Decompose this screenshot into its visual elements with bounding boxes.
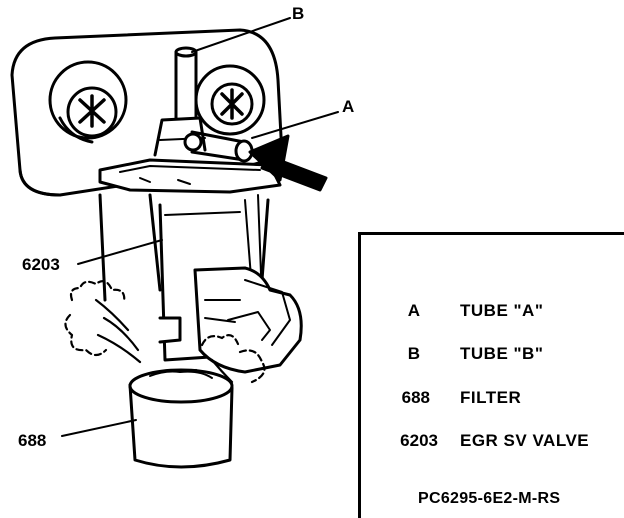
- pointer-arrow: [248, 134, 328, 192]
- leader-line-688: [61, 419, 137, 437]
- callout-b: B: [292, 4, 305, 23]
- legend-text: FILTER: [460, 388, 522, 407]
- legend-text: TUBE "B": [460, 344, 544, 363]
- figure-code: PC6295-6E2-M-RS: [418, 490, 561, 507]
- left-screw: [48, 60, 128, 144]
- legend-text: EGR SV VALVE: [460, 431, 590, 450]
- legend-key: B: [407, 344, 420, 363]
- legend-text: TUBE "A": [460, 301, 544, 320]
- leader-line-6203: [77, 239, 163, 265]
- callout-688: 688: [18, 431, 47, 450]
- callout-6203: 6203: [22, 255, 60, 274]
- legend-key: 688: [401, 388, 430, 407]
- leader-lines: [61, 17, 339, 437]
- callout-a: A: [342, 97, 355, 116]
- valve-body: [98, 193, 303, 374]
- legend-key: 6203: [400, 431, 438, 450]
- right-screw: [194, 64, 266, 136]
- valve-flange: [98, 158, 282, 194]
- legend-box: [358, 232, 624, 518]
- leader-line-a: [251, 111, 339, 139]
- leader-line-b: [191, 17, 291, 53]
- legend-key: A: [407, 301, 420, 320]
- filter-canister: [128, 368, 234, 469]
